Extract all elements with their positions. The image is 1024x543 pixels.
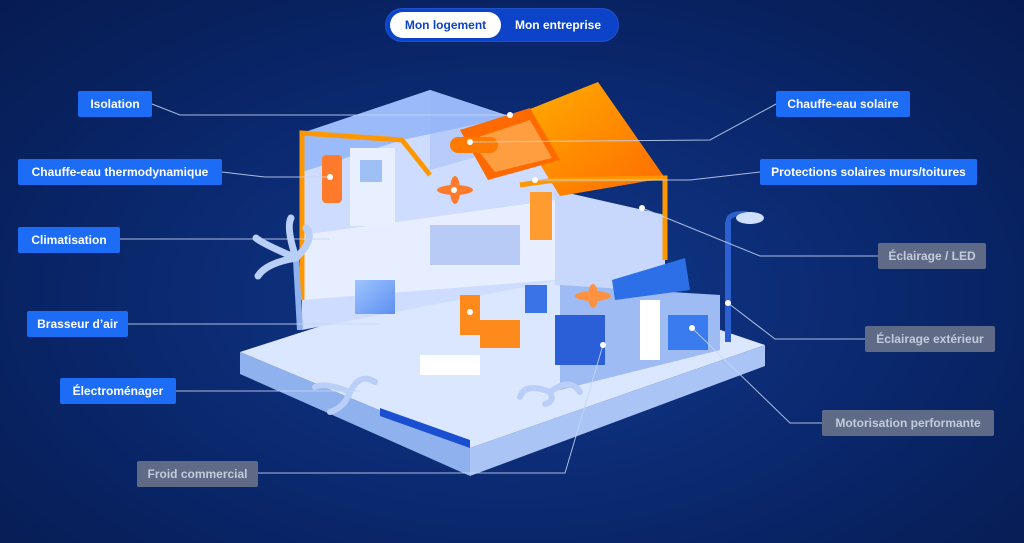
tab-mon-entreprise[interactable]: Mon entreprise [514, 18, 601, 32]
label-chauffe-eau-solaire[interactable]: Chauffe-eau solaire [776, 91, 910, 117]
label-motorisation-performante[interactable]: Motorisation performante [822, 410, 994, 436]
label-froid-commercial[interactable]: Froid commercial [137, 461, 258, 487]
label-chauffe-eau-thermodynamique[interactable]: Chauffe-eau thermodynamique [18, 159, 222, 185]
palm-tree [252, 214, 583, 415]
callout-lines [120, 103, 878, 474]
label-eclairage-led[interactable]: Éclairage / LED [878, 243, 986, 269]
label-protections-solaires[interactable]: Protections solaires murs/toitures [760, 159, 977, 185]
label-brasseur-d-air[interactable]: Brasseur d’air [27, 311, 128, 337]
callout-dots [327, 112, 731, 348]
interior-details [322, 148, 708, 375]
street-lamp [725, 211, 764, 342]
label-climatisation[interactable]: Climatisation [18, 227, 120, 253]
housing-type-toggle: Mon logement Mon entreprise [385, 8, 619, 42]
solar-water-heater [450, 108, 560, 180]
label-electromenager[interactable]: Électroménager [60, 378, 176, 404]
tab-mon-logement[interactable]: Mon logement [390, 12, 501, 38]
label-eclairage-exterieur[interactable]: Éclairage extérieur [865, 326, 995, 352]
label-isolation[interactable]: Isolation [78, 91, 152, 117]
